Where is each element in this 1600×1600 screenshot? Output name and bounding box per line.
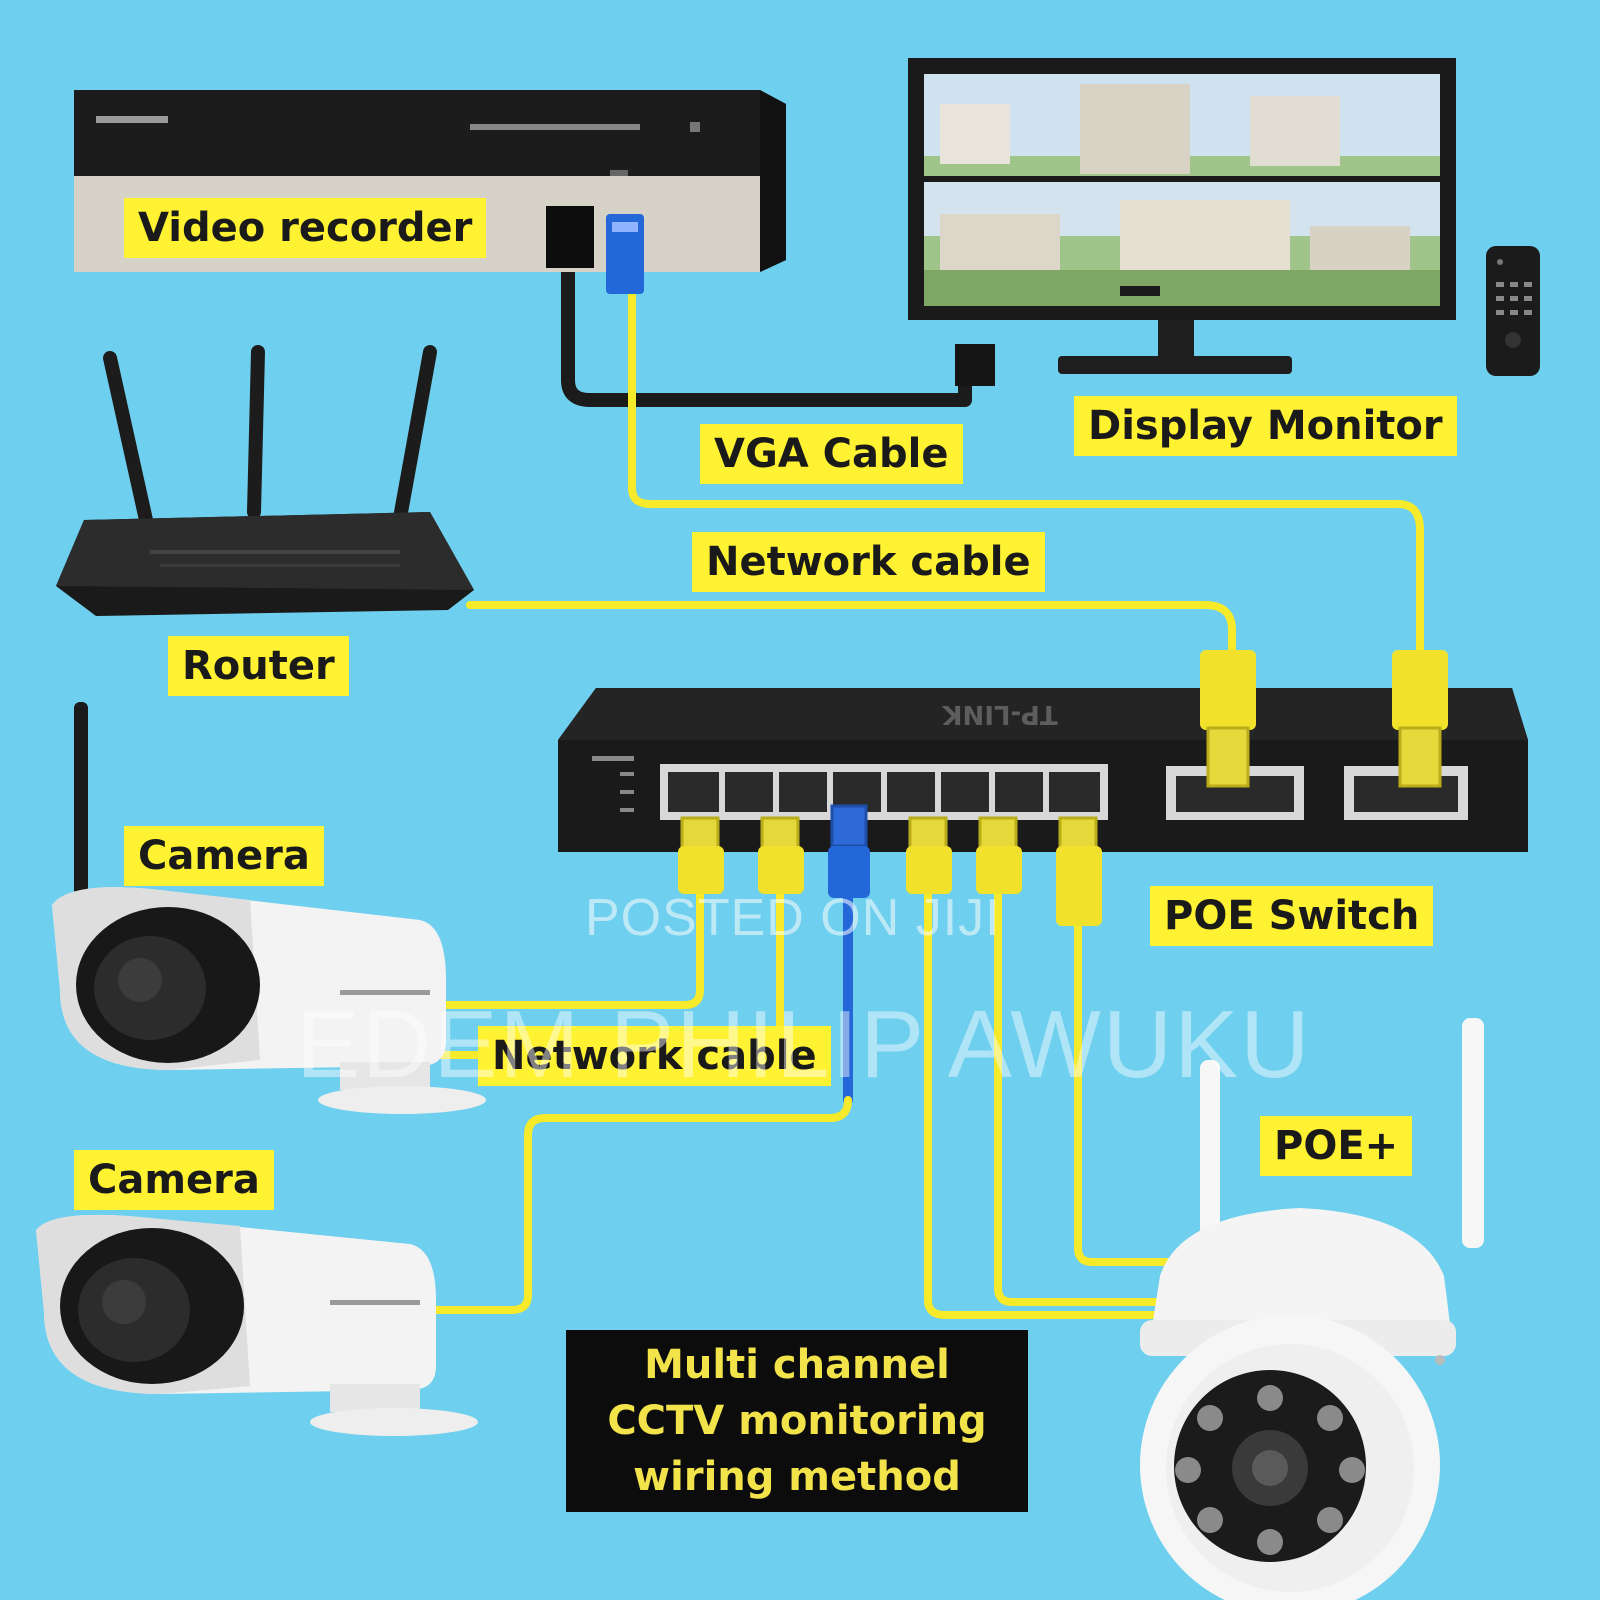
diagram-title-box: Multi channel CCTV monitoring wiring met… bbox=[566, 1330, 1028, 1512]
network-cable-router-switch bbox=[466, 601, 1236, 654]
label-poe-plus: POE+ bbox=[1260, 1116, 1413, 1176]
title-line-1: Multi channel bbox=[644, 1342, 950, 1388]
network-cable-camera-2 bbox=[428, 1096, 852, 1314]
network-cable-recorder-switch bbox=[628, 286, 1424, 654]
title-line-2: CCTV monitoring bbox=[607, 1398, 987, 1444]
label-vga-cable: VGA Cable bbox=[700, 424, 963, 484]
network-cable-dome-2 bbox=[994, 876, 1164, 1306]
label-network-cable-bottom: Network cable bbox=[478, 1026, 831, 1086]
remote-icon bbox=[1486, 246, 1540, 376]
label-display-monitor: Display Monitor bbox=[1074, 396, 1457, 456]
network-cable-camera-1 bbox=[436, 876, 704, 1009]
rj45-plugs bbox=[678, 650, 1448, 926]
label-network-cable-top: Network cable bbox=[692, 532, 1045, 592]
bullet-camera-icon bbox=[52, 702, 486, 1114]
video-recorder-icon bbox=[74, 90, 786, 294]
dome-camera-icon bbox=[1140, 1018, 1484, 1600]
vga-cable bbox=[561, 261, 972, 407]
label-video-recorder: Video recorder bbox=[124, 198, 487, 258]
router-icon bbox=[56, 345, 474, 616]
label-camera-1: Camera bbox=[124, 826, 324, 886]
switch-brand-text: TP-LINK bbox=[942, 699, 1058, 729]
label-camera-2: Camera bbox=[74, 1150, 274, 1210]
label-router: Router bbox=[168, 636, 349, 696]
title-line-3: wiring method bbox=[633, 1454, 961, 1500]
network-cable-dome-3 bbox=[1074, 916, 1184, 1266]
monitor-icon bbox=[908, 58, 1456, 386]
label-poe-switch: POE Switch bbox=[1150, 886, 1434, 946]
network-cable-dome-1 bbox=[924, 876, 1164, 1319]
bullet-camera-icon bbox=[36, 1214, 478, 1436]
poe-switch-icon: TP-LINK bbox=[558, 688, 1528, 852]
